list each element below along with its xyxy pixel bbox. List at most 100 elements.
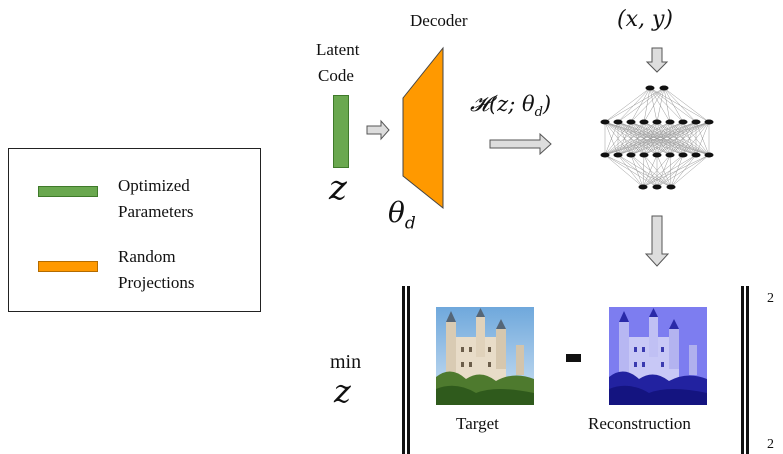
mlp-edge: [604, 87, 651, 123]
latent-label-line2: Code: [318, 66, 354, 85]
mlp-edge: [604, 121, 671, 156]
mlp-edge: [669, 154, 672, 188]
mlp-edge: [642, 154, 658, 188]
mlp-node: [638, 184, 648, 190]
mlp-edge: [630, 121, 710, 156]
latent-label-line1: Latent: [316, 40, 360, 59]
mlp-edge: [604, 121, 619, 156]
mlp-edge: [642, 154, 684, 188]
decoder-theta-subscript: d: [404, 213, 416, 234]
mlp-edge: [604, 154, 658, 188]
legend-swatch-optimized: [38, 186, 98, 197]
mlp-edge: [617, 154, 644, 188]
mlp-edge: [643, 121, 710, 156]
mlp-node: [704, 119, 714, 125]
mlp-edge: [604, 121, 710, 156]
mlp-edge: [643, 154, 672, 188]
mlp-edge: [663, 87, 710, 123]
mlp-network: [600, 85, 714, 190]
mlp-edge: [642, 154, 697, 188]
mlp-edge: [649, 87, 671, 123]
min-label: min: [330, 351, 362, 373]
norm-bar-left-1: [402, 286, 405, 454]
mlp-edge: [670, 154, 684, 188]
mlp-edge: [617, 121, 710, 156]
hypernetwork-subscript: d: [534, 105, 543, 121]
mlp-node: [666, 184, 676, 190]
mlp-edge: [663, 87, 697, 123]
mlp-edge: [642, 154, 710, 188]
minus-sign: [566, 354, 581, 362]
mlp-edge: [656, 154, 684, 188]
min-variable: z: [334, 372, 351, 410]
mlp-node: [652, 184, 662, 190]
norm-bar-left-2: [407, 286, 410, 454]
mlp-node: [704, 152, 714, 158]
mlp-node: [665, 152, 675, 158]
mlp-edge: [663, 87, 671, 123]
latent-code-bar: [333, 95, 349, 168]
latent-symbol: z: [329, 168, 347, 208]
mlp-node: [678, 119, 688, 125]
mlp-node: [691, 152, 701, 158]
norm-bar-right-2: [746, 286, 749, 454]
mlp-node: [626, 119, 636, 125]
mlp-edge: [617, 154, 672, 188]
mlp-edge: [649, 87, 658, 123]
mlp-node: [678, 152, 688, 158]
mlp-node: [665, 119, 675, 125]
mlp-edge: [630, 87, 651, 123]
mlp-edge: [649, 87, 710, 123]
target-label: Target: [456, 414, 499, 433]
legend-swatch-random: [38, 261, 98, 272]
arrow-latent-to-decoder: [366, 119, 390, 141]
mlp-edge: [669, 121, 710, 156]
mlp-edge: [642, 154, 671, 188]
mlp-edge: [643, 87, 651, 123]
mlp-edge: [643, 154, 658, 188]
mlp-edge: [670, 154, 697, 188]
mlp-edge: [656, 121, 710, 156]
mlp-edge: [630, 87, 665, 123]
target-image: [436, 307, 534, 405]
legend-label-random-line1: Random: [118, 247, 176, 266]
mlp-edge: [649, 87, 684, 123]
reconstruction-image: [609, 307, 707, 405]
mlp-edge: [656, 87, 665, 123]
arrow-coords-to-network: [645, 47, 669, 73]
legend-label-random-line2: Projections: [118, 273, 195, 292]
mlp-edge: [604, 87, 665, 123]
mlp-node: [652, 119, 662, 125]
legend-label-optimized-line1: Optimized: [118, 176, 190, 195]
mlp-edge: [604, 121, 658, 156]
mlp-edge: [617, 87, 665, 123]
mlp-edge: [682, 121, 710, 156]
decoder-trapezoid: [402, 46, 444, 210]
arrow-network-to-output: [644, 215, 670, 267]
mlp-edge: [695, 121, 710, 156]
mlp-edge: [663, 87, 684, 123]
mlp-edge: [656, 154, 710, 188]
decoder-label: Decoder: [410, 11, 468, 30]
mlp-edge: [649, 87, 697, 123]
hypernetwork-close: ): [542, 92, 552, 116]
mlp-node: [639, 152, 649, 158]
mlp-node: [600, 119, 610, 125]
mlp-edge: [604, 121, 645, 156]
mlp-node: [691, 119, 701, 125]
mlp-node: [600, 152, 610, 158]
mlp-edge: [630, 154, 658, 188]
mlp-edge: [604, 121, 632, 156]
mlp-node: [659, 85, 669, 91]
legend-label-optimized-line2: Parameters: [118, 202, 194, 221]
mlp-edge: [656, 154, 671, 188]
norm-superscript: 2: [767, 291, 774, 306]
mlp-edge: [604, 154, 672, 188]
legend-box: [8, 148, 261, 312]
mlp-edge: [670, 154, 710, 188]
mlp-edge: [656, 154, 672, 188]
decoder-symbol: θd: [388, 198, 416, 239]
coords-label: (x, y): [617, 7, 673, 32]
mlp-node: [652, 152, 662, 158]
